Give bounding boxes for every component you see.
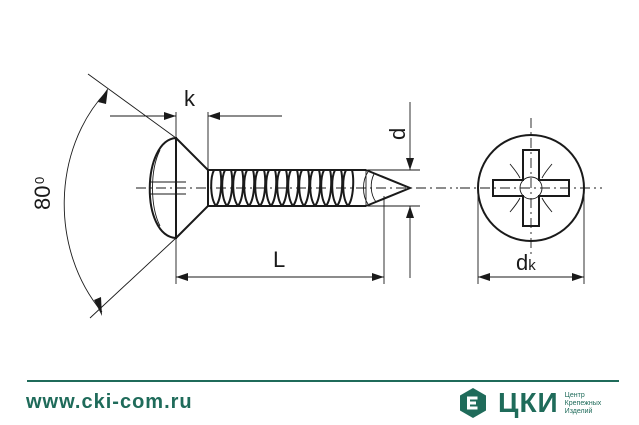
dimension-d-label: d — [385, 128, 410, 140]
dimension-k: k — [110, 86, 282, 170]
brand-name: ЦКИ — [498, 387, 559, 418]
thread-loops — [210, 169, 355, 207]
brand-tagline-line: Центр — [564, 392, 585, 399]
technical-drawing: k d L 80 0 — [30, 73, 602, 319]
dimension-l: L — [175, 196, 385, 284]
dimension-d: d — [368, 102, 420, 278]
footer-divider — [27, 380, 619, 382]
thread-tip-loops — [363, 171, 377, 205]
brand-tagline-line: Изделий — [564, 408, 593, 415]
screw-threads — [210, 169, 377, 207]
website-link[interactable]: www.cki-com.ru — [26, 391, 193, 413]
dimension-l-label: L — [273, 247, 285, 272]
brand-tagline-line: Крепежных — [564, 400, 602, 407]
head-top-view — [460, 118, 602, 258]
dimension-angle: 80 0 — [30, 73, 177, 319]
dimension-dk-sub: k — [528, 257, 536, 274]
dimension-dk-label: dk — [516, 250, 536, 275]
dimension-k-label: k — [184, 86, 196, 111]
dimension-dk: dk — [477, 190, 585, 284]
angle-degree-label: 0 — [32, 177, 47, 184]
brand-tagline: Центр Крепежных Изделий — [565, 392, 602, 416]
screw-head — [148, 136, 209, 240]
brand-block: ЦКИ Центр Крепежных Изделий — [458, 386, 601, 420]
hexagon-e-logo-icon — [460, 388, 486, 418]
dimension-dk-base: d — [516, 250, 528, 275]
angle-value-label: 80 — [30, 186, 55, 210]
